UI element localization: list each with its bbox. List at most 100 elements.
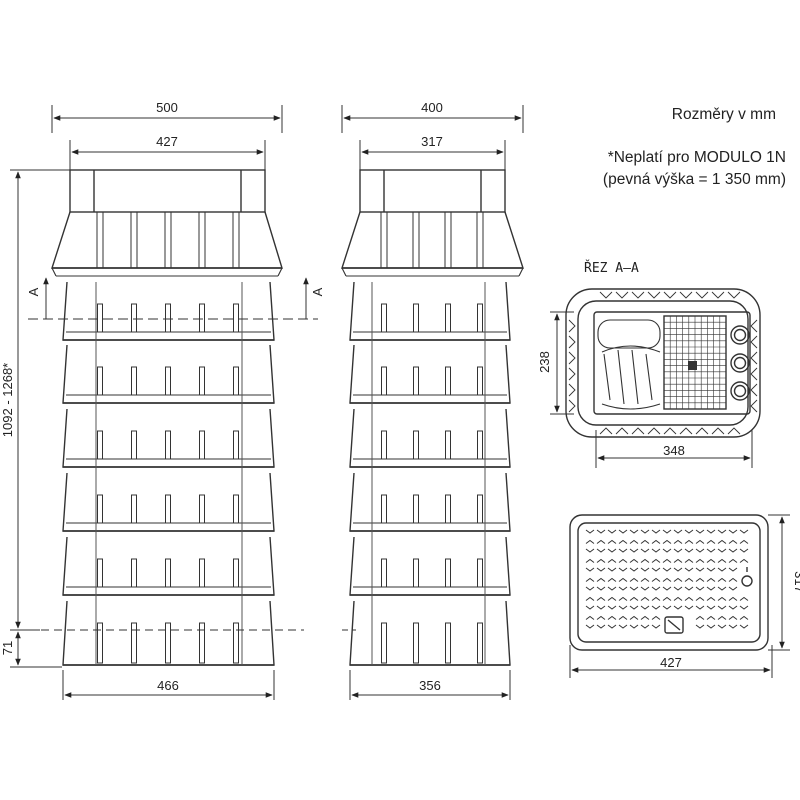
front-collar-rib [164, 211, 172, 269]
lid-chevron [640, 548, 650, 553]
front-ring [62, 344, 275, 404]
lid-chevron [585, 615, 595, 620]
front-ring [62, 472, 275, 532]
rim-notch [631, 291, 645, 299]
lid-chevron [651, 605, 661, 610]
front-ring-rib [233, 558, 239, 588]
lid-chevron [739, 596, 749, 601]
front-ring-rib [233, 303, 239, 333]
lid-chevron [695, 596, 705, 601]
rim-notch [727, 427, 741, 435]
lid-chevron [673, 548, 683, 553]
lid-chevron [717, 548, 727, 553]
lid-chevron [717, 605, 727, 610]
front-ring [62, 281, 275, 341]
rim-notch [568, 351, 576, 365]
front-ring-rib [165, 558, 171, 588]
lid-chevron [684, 605, 694, 610]
front-ring-rib [199, 303, 205, 333]
lid-chevron [651, 548, 661, 553]
side-ring-rib [477, 494, 483, 524]
lid-chevron [662, 577, 672, 582]
side-view [341, 169, 524, 666]
lid-chevron [629, 596, 639, 601]
front-ring-rib [233, 494, 239, 524]
lid-inner [577, 522, 761, 643]
lid-chevron [717, 558, 727, 563]
front-ring-rib [165, 622, 171, 664]
lid-chevron [717, 615, 727, 620]
lid-chevron [640, 558, 650, 563]
lid-chevron [607, 577, 617, 582]
lid-chevron [717, 529, 727, 534]
side-collar-flare [341, 211, 524, 269]
side-ring-wall [349, 536, 511, 596]
front-ring-rib [233, 430, 239, 460]
rim-notch [727, 291, 741, 299]
lid-chevron [706, 548, 716, 553]
lid-chevron [607, 539, 617, 544]
lid-chevron [673, 586, 683, 591]
front-collar-body [69, 169, 266, 213]
lid-chevron [651, 558, 661, 563]
lid-chevron [706, 558, 716, 563]
lid-chevron [596, 567, 606, 572]
rim-notch [663, 291, 677, 299]
lid-chevron [706, 605, 716, 610]
section-cable-entries [730, 325, 750, 401]
lid-chevron [651, 615, 661, 620]
front-ring-rib [131, 622, 137, 664]
front-extension-rings [62, 281, 275, 666]
lid-chevron [629, 567, 639, 572]
label-side-400: 400 [421, 100, 443, 115]
side-ring [349, 536, 511, 596]
side-ring-rib [445, 430, 451, 460]
side-ring-rib [445, 622, 451, 664]
side-ring-rib [381, 366, 387, 396]
lid-chevron [695, 577, 705, 582]
front-collar-flare [51, 211, 283, 269]
side-ring-rib [381, 303, 387, 333]
lid-chevron [728, 577, 738, 582]
slot-top [597, 319, 661, 349]
side-ring-wall [349, 344, 511, 404]
label-section-348: 348 [663, 443, 685, 458]
lid-label-plate [664, 616, 684, 634]
front-ring-rib [199, 494, 205, 524]
side-ring-rib [381, 622, 387, 664]
rim-notch [695, 291, 709, 299]
front-ring-rib [97, 366, 103, 396]
lid-chevron [673, 567, 683, 572]
lid-chevron [629, 529, 639, 534]
lid-chevron [728, 548, 738, 553]
lid-chevron [607, 548, 617, 553]
lid-chevron [629, 548, 639, 553]
rim-notch [615, 291, 629, 299]
lid-chevron [739, 624, 749, 629]
side-collar-rib [412, 211, 420, 269]
lid-chevron [662, 539, 672, 544]
lid-chevron [662, 567, 672, 572]
lid-chevron [684, 539, 694, 544]
lid-chevron [596, 558, 606, 563]
side-collar-rib [380, 211, 388, 269]
lid-chevron [684, 567, 694, 572]
lid-chevron [695, 548, 705, 553]
section-a-a-view [565, 288, 761, 438]
front-ring-rib [199, 622, 205, 664]
front-collar-rib [198, 211, 206, 269]
lid-chevron [618, 605, 628, 610]
lid-chevron [695, 539, 705, 544]
lid-chevron [618, 558, 628, 563]
lid-chevron [640, 624, 650, 629]
rim-notch [750, 335, 758, 349]
asterisk-note-line2: (pevná výška = 1 350 mm) [602, 171, 786, 188]
lid-chevron [596, 605, 606, 610]
rim-notch [750, 351, 758, 365]
slot-fingers [603, 349, 653, 405]
side-ring-rib [477, 558, 483, 588]
front-ring-rib [131, 558, 137, 588]
slot-arc-bottom [601, 403, 661, 410]
lid-chevron [629, 577, 639, 582]
